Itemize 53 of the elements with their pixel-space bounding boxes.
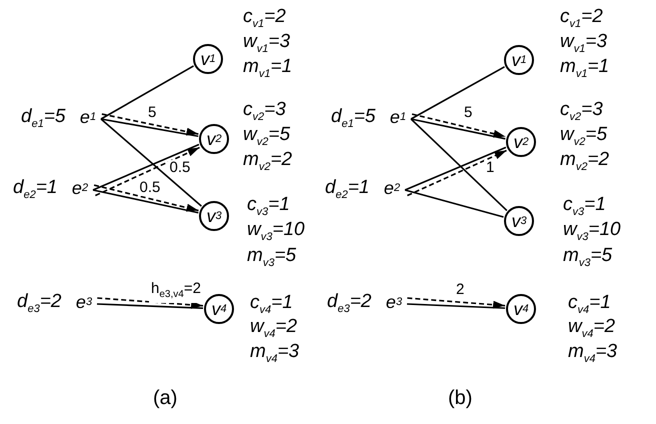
attribute-text: c$_{v2}$=3	[243, 99, 286, 125]
connector-line	[404, 189, 504, 218]
attribute-text: w$_{v1}$=3	[560, 31, 608, 57]
demand-text: d$_{e3}$=2	[17, 291, 62, 317]
attribute-text: m$_{v4}$=3	[250, 341, 300, 367]
attribute-text: w$_{v4}$=2	[568, 316, 616, 342]
attribute-text: m$_{v2}$=2	[243, 149, 292, 175]
edge-label: 0.5	[138, 180, 162, 196]
demand-text: d$_{e1}$=5	[21, 106, 66, 132]
connector-line	[410, 66, 505, 120]
connector-line	[406, 303, 506, 309]
attribute-text: m$_{v3}$=5	[247, 245, 296, 271]
attribute-text: w$_{v2}$=5	[560, 124, 608, 150]
attribute-text: m$_{v1}$=1	[560, 56, 610, 82]
connector-line	[100, 118, 198, 138]
panel-caption: (b)	[448, 386, 472, 410]
attribute-text: c$_{v1}$=2	[243, 6, 286, 32]
connector-line	[100, 65, 194, 120]
connector-line	[410, 118, 506, 140]
attribute-text: w$_{v1}$=3	[243, 31, 290, 57]
demand-text: d$_{e2}$=1	[13, 177, 58, 203]
demand-text: d$_{e3}$=2	[327, 291, 372, 317]
attribute-text: c$_{v1}$=2	[560, 6, 603, 32]
arrow	[95, 146, 200, 196]
arrow	[97, 297, 204, 309]
attribute-text: c$_{v3}$=1	[247, 194, 290, 220]
connector-line	[92, 144, 200, 191]
arrow	[94, 184, 199, 212]
attribute-text: w$_{v4}$=2	[250, 316, 298, 342]
attribute-text: m$_{v3}$=5	[563, 245, 612, 271]
panel-caption: (a)	[153, 386, 178, 410]
arrow	[407, 297, 506, 309]
edge-label: h$_{e3,v4}$=2	[149, 281, 203, 303]
arrow	[412, 113, 506, 138]
connector-line	[404, 146, 506, 191]
attribute-text: w$_{v3}$=10	[563, 219, 621, 245]
attribute-text: m$_{v1}$=1	[243, 56, 292, 82]
attribute-text: c$_{v2}$=3	[560, 99, 603, 125]
connector-line	[410, 118, 508, 212]
attribute-text: c$_{v4}$=1	[568, 292, 611, 318]
attribute-text: m$_{v4}$=3	[568, 341, 618, 367]
connector-line	[100, 118, 202, 207]
attribute-text: w$_{v3}$=10	[247, 219, 305, 245]
connector-line	[92, 189, 198, 214]
connector-line	[96, 303, 204, 309]
attribute-text: c$_{v4}$=1	[250, 292, 293, 318]
attribute-text: c$_{v3}$=1	[563, 194, 606, 220]
attribute-text: m$_{v2}$=2	[560, 149, 610, 175]
demand-text: d$_{e2}$=1	[325, 177, 370, 203]
attribute-text: w$_{v2}$=5	[243, 124, 290, 150]
arrow	[407, 150, 507, 196]
arrow	[102, 113, 199, 136]
demand-text: d$_{e1}$=5	[331, 106, 376, 132]
